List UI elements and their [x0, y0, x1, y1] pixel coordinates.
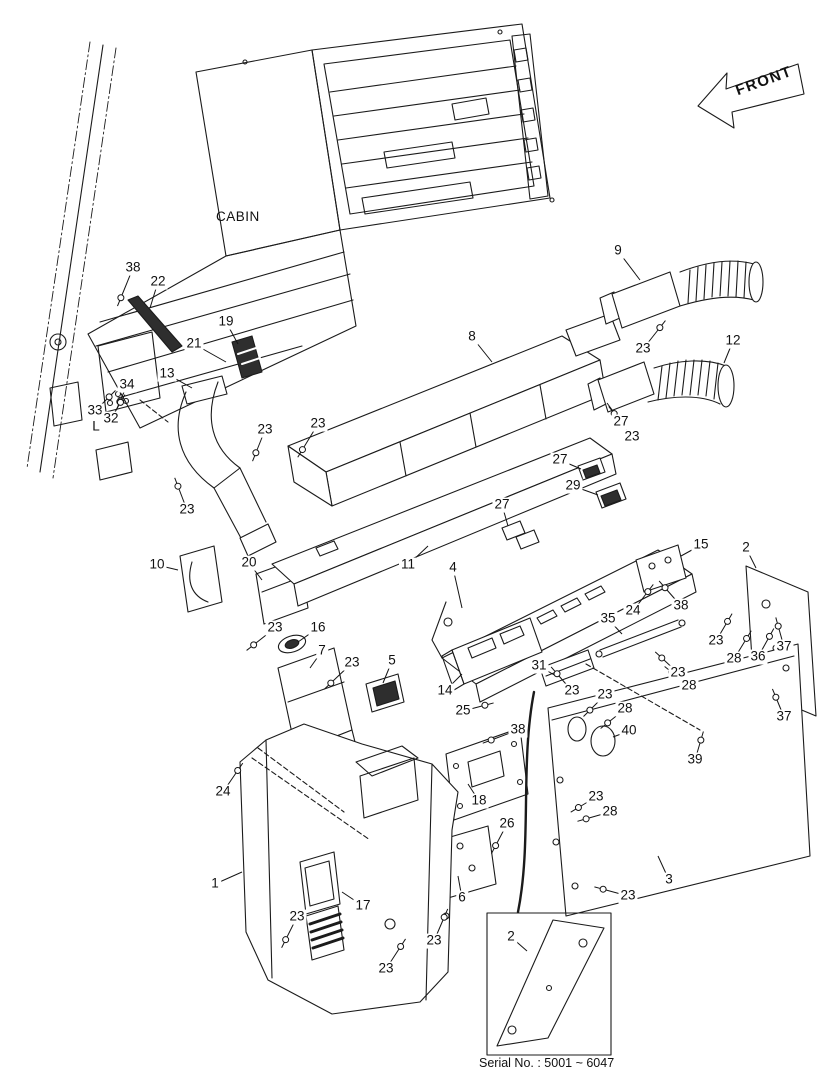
part-callout-1: 1 [209, 875, 221, 892]
bracket-14 [441, 617, 543, 691]
part-callout-23: 23 [595, 686, 615, 703]
duct-13 [177, 375, 277, 557]
part-callout-10: 10 [147, 556, 167, 573]
part-callout-9: 9 [612, 242, 624, 259]
part-callout-4: 4 [447, 559, 459, 576]
part-callout-14: 14 [435, 682, 455, 699]
part-callout-7: 7 [316, 642, 328, 659]
part-callout-8: 8 [466, 328, 478, 345]
part-callout-6: 6 [456, 889, 468, 906]
part-callout-15: 15 [691, 536, 711, 553]
part-callout-37: 37 [774, 638, 794, 655]
part-callout-27: 27 [492, 496, 512, 513]
part-callout-5: 5 [386, 652, 398, 669]
part-callout-2: 2 [740, 539, 752, 556]
part-callout-25: 25 [453, 702, 473, 719]
bracket-10 [179, 545, 223, 613]
bracket-15 [635, 544, 687, 593]
part-callout-21: 21 [184, 335, 204, 352]
part-callout-19: 19 [216, 313, 236, 330]
part-callout-38: 38 [508, 721, 528, 738]
part-callout-35: 35 [598, 610, 618, 627]
panel-3 [547, 643, 811, 917]
part-callout-27: 27 [611, 413, 631, 430]
serial-note: Serial No. : 5001 ~ 6047 [479, 1056, 615, 1070]
part-callout-23: 23 [424, 932, 444, 949]
part-callout-23: 23 [255, 421, 275, 438]
wiper-bracket-22 [97, 295, 183, 423]
part-callout-36: 36 [748, 648, 768, 665]
duct-12 [587, 359, 735, 413]
part-callout-12: 12 [723, 332, 743, 349]
part-callout-24: 24 [213, 783, 233, 800]
part-callout-2: 2 [505, 928, 517, 945]
part-callout-31: 31 [529, 657, 549, 674]
part-callout-18: 18 [469, 792, 489, 809]
part-callout-23: 23 [562, 682, 582, 699]
part-callout-28: 28 [615, 700, 635, 717]
part-callout-L: L [90, 418, 102, 435]
part-callout-11: 11 [398, 556, 418, 573]
clip-19-21 [231, 335, 263, 379]
part-callout-28: 28 [679, 677, 699, 694]
part-callout-23: 23 [622, 428, 642, 445]
part-callout-33: 33 [85, 402, 105, 419]
part-callout-40: 40 [619, 722, 639, 739]
duct-8 [287, 313, 621, 507]
part-callout-28: 28 [724, 650, 744, 667]
grommet-16 [277, 634, 307, 654]
part-callout-23: 23 [618, 887, 638, 904]
part-callout-26: 26 [497, 815, 517, 832]
part-callout-38: 38 [671, 597, 691, 614]
part-callout-23: 23 [265, 619, 285, 636]
part-callout-23: 23 [287, 908, 307, 925]
part-callout-23: 23 [376, 960, 396, 977]
part-callout-34: 34 [117, 376, 137, 393]
cable-line [516, 690, 536, 914]
part-callout-27: 27 [550, 451, 570, 468]
rod-35 [595, 619, 686, 658]
part-callout-22: 22 [148, 273, 168, 290]
part-callout-23: 23 [633, 340, 653, 357]
part-callout-16: 16 [308, 619, 328, 636]
cabin-pillar [26, 41, 117, 479]
part-callout-32: 32 [101, 410, 121, 427]
front-arrow [697, 63, 805, 129]
part-callout-38: 38 [123, 259, 143, 276]
part-callout-23: 23 [308, 415, 328, 432]
part-callout-23: 23 [706, 632, 726, 649]
part-callout-23: 23 [177, 501, 197, 518]
part-callout-29: 29 [563, 477, 583, 494]
cabin-label: CABIN [216, 209, 260, 224]
serial-inset-box [486, 912, 612, 1056]
part-callout-37: 37 [774, 708, 794, 725]
clips-27-29 [501, 457, 627, 550]
part-callout-24: 24 [623, 602, 643, 619]
part-callout-17: 17 [353, 897, 373, 914]
duct-9 [599, 260, 764, 329]
part-callout-23: 23 [668, 664, 688, 681]
part-callout-23: 23 [342, 654, 362, 671]
part-callout-13: 13 [157, 365, 177, 382]
duct-11 [271, 437, 617, 607]
part-callout-3: 3 [663, 871, 675, 888]
part-callout-20: 20 [239, 554, 259, 571]
part-5 [365, 673, 405, 713]
part-callout-23: 23 [586, 788, 606, 805]
part-callout-28: 28 [600, 803, 620, 820]
part-callout-39: 39 [685, 751, 705, 768]
